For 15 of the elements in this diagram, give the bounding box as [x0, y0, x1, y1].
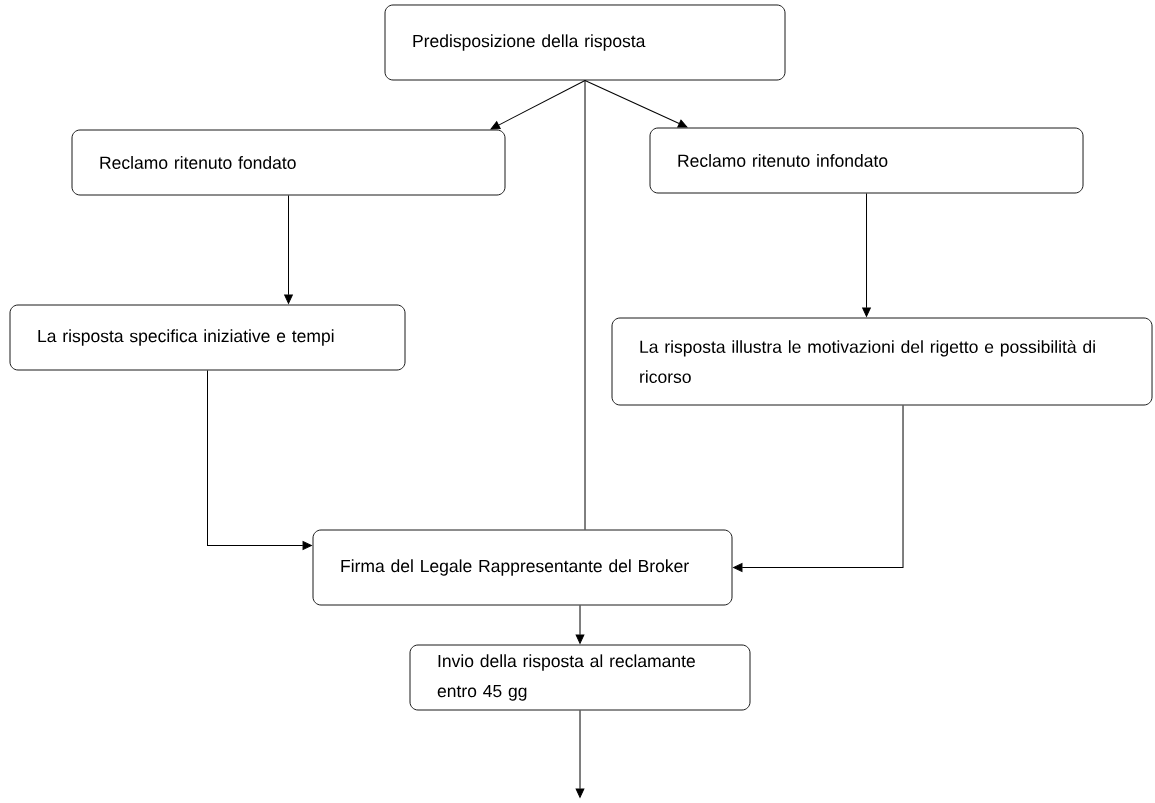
- process-box: Firma del Legale Rappresentante del Broker: [312, 529, 733, 606]
- arrow: [584, 79, 688, 128]
- arrow: [733, 404, 904, 572]
- arrow: [490, 79, 586, 130]
- process-box: Invio della risposta al reclamante entro 45 gg: [409, 644, 751, 711]
- process-box: La risposta specifica iniziative e tempi: [9, 304, 406, 371]
- process-box: Reclamo ritenuto infondato: [649, 127, 1084, 194]
- arrow: [575, 709, 585, 798]
- process-box: Reclamo ritenuto fondato: [71, 129, 506, 196]
- process-box: Predisposizione della risposta: [384, 4, 786, 81]
- arrow: [207, 369, 312, 550]
- arrow: [575, 604, 585, 644]
- process-box: La risposta illustra le motivazioni del rigetto e possibilità di ricorso: [611, 317, 1153, 406]
- arrow: [862, 192, 871, 317]
- arrow: [284, 194, 293, 304]
